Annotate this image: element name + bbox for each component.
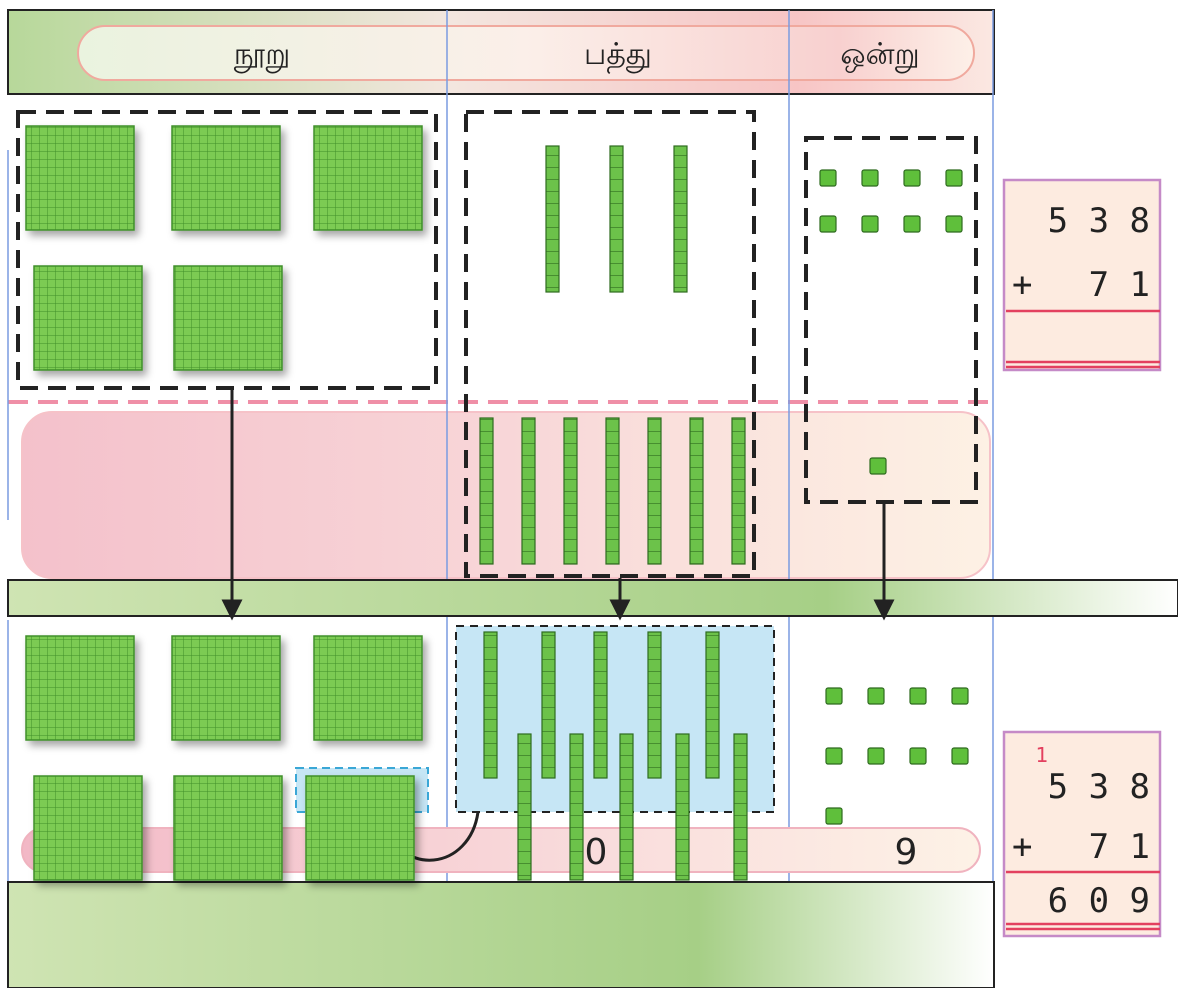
ten-rod [483, 631, 498, 779]
top-line2: 7 1 [1089, 265, 1150, 305]
ones-bottom-units [825, 687, 969, 825]
one-unit [945, 215, 963, 233]
header-band: நூறு பத்து ஒன்று [7, 9, 995, 95]
tens-top-rods [545, 145, 688, 293]
one-unit [825, 687, 843, 705]
hundred-flat [313, 635, 423, 741]
ten-rod [689, 417, 704, 565]
one-unit [825, 747, 843, 765]
one-unit [861, 215, 879, 233]
one-unit [819, 215, 837, 233]
top-line1: 5 3 8 [1048, 201, 1150, 241]
one-unit [903, 215, 921, 233]
one-unit [861, 169, 879, 187]
one-unit [903, 169, 921, 187]
ones-top-units [819, 169, 963, 233]
ones-group-box [804, 136, 978, 504]
hundred-flat [33, 775, 143, 881]
tens-group-box [464, 110, 756, 578]
ten-rod [569, 733, 584, 881]
hundred-flat [173, 775, 283, 881]
ten-rod [705, 631, 720, 779]
ones-added-units [869, 457, 887, 475]
ten-rod [563, 417, 578, 565]
one-unit [819, 169, 837, 187]
hundred-flat [305, 775, 415, 881]
tens-added-rods [479, 417, 746, 565]
one-unit [867, 747, 885, 765]
hundred-flat [33, 265, 143, 371]
hundred-flat [171, 635, 281, 741]
one-unit [951, 687, 969, 705]
ten-rod [479, 417, 494, 565]
one-unit [825, 807, 843, 825]
ten-rod [521, 417, 536, 565]
one-unit [951, 747, 969, 765]
problem-card-bottom: 1 5 3 8 + 7 1 6 0 9 [1002, 730, 1162, 938]
hundred-flat [25, 125, 135, 231]
ten-rod [647, 631, 662, 779]
answer-ones-digit: 9 [895, 832, 918, 873]
answer-band [21, 827, 981, 873]
hundreds-bottom-blocks [25, 635, 423, 881]
bottom-line1: 5 3 8 [1048, 767, 1150, 807]
bottom-plus-sign: + [1012, 827, 1032, 867]
tens-bottom-rods [483, 631, 748, 881]
answer-tens-digit: 0 [585, 832, 608, 873]
top-plus-sign: + [1012, 265, 1032, 305]
one-unit [945, 169, 963, 187]
ones-header: ஒன்று [840, 37, 919, 73]
one-unit [909, 747, 927, 765]
hundred-flat [313, 125, 423, 231]
ten-rod [605, 417, 620, 565]
ten-rod [731, 417, 746, 565]
ten-rod [733, 733, 748, 881]
bottom-result: 6 0 9 [1048, 881, 1150, 921]
tens-header: பத்து [584, 37, 652, 74]
hundreds-group-box [16, 110, 438, 390]
ten-rod [545, 145, 560, 293]
one-unit [867, 687, 885, 705]
bottom-line2: 7 1 [1089, 827, 1150, 867]
hundred-flat [25, 635, 135, 741]
ten-rod [541, 631, 556, 779]
carry-digit: 1 [1036, 743, 1049, 767]
hundred-flat [173, 265, 283, 371]
ten-rod [593, 631, 608, 779]
ten-rod [647, 417, 662, 565]
regroup-tens-box [455, 625, 775, 813]
ten-rod [609, 145, 624, 293]
addend-band [21, 411, 991, 579]
hundreds-top-blocks [25, 125, 423, 371]
one-unit [909, 687, 927, 705]
footer-band [7, 881, 995, 988]
problem-card-top: 5 3 8 + 7 1 [1002, 178, 1162, 372]
ten-rod [675, 733, 690, 881]
result-band [7, 579, 1178, 617]
ten-rod [619, 733, 634, 881]
ten-rod [517, 733, 532, 881]
ten-rod [673, 145, 688, 293]
one-unit [869, 457, 887, 475]
hundred-flat [171, 125, 281, 231]
hundreds-header: நூறு [234, 37, 291, 73]
